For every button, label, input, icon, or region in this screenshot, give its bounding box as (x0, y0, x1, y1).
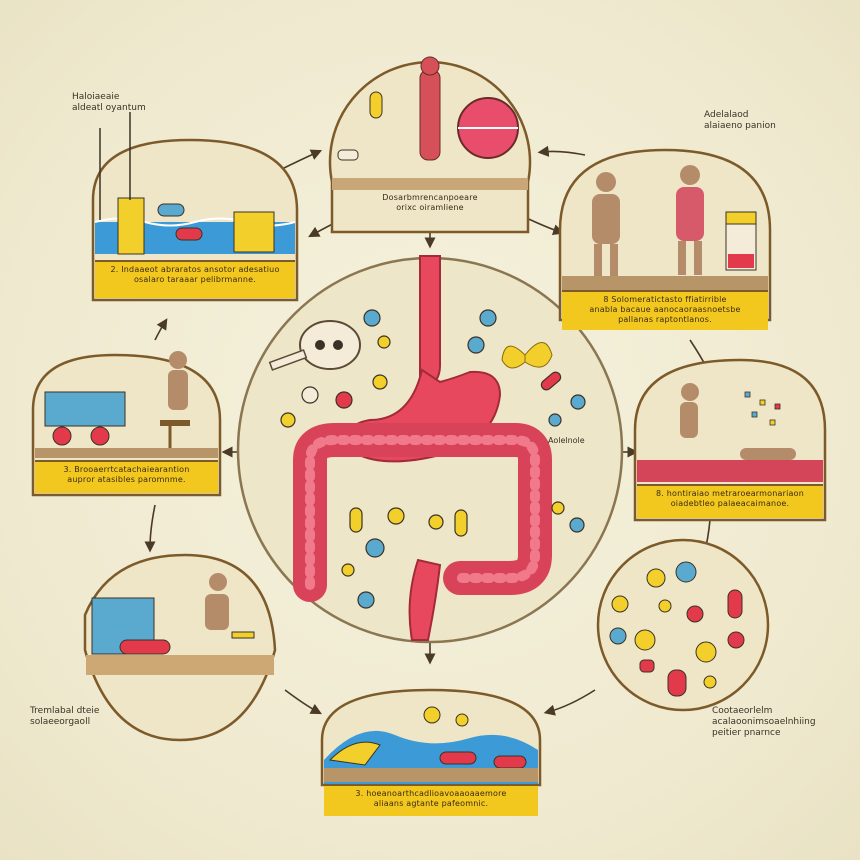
caption-top-right: 8 Solomeratictasto ffiatirrible anabla b… (562, 290, 768, 330)
panel-right (633, 358, 827, 522)
caption-right: 8. hontiraiao metraroearmonariaon oiadeb… (637, 484, 823, 518)
butterfly-icon (501, 342, 553, 369)
panel-top (328, 56, 532, 234)
esophagus-shape (419, 255, 441, 386)
label-top-left-heading: Haloiaeaie aldeatl oyantum (72, 92, 146, 113)
arrow-left-to-bottomleft (144, 504, 156, 553)
label-bottom-left-heading: Tremlabal dteie solaeeorgaoll (30, 706, 100, 727)
center-pills (280, 309, 586, 609)
human-figure-icon (592, 165, 704, 276)
arrow-left-to-topleft (154, 318, 168, 341)
caption-top: Dosarbmrencanpoeare orixc oiramliene (334, 190, 526, 222)
panel-top-right (558, 148, 772, 322)
caption-bottom: 3. hoeanoarthcadlioavoaaoaaemore aliaans… (324, 784, 538, 816)
human-figure-icon (680, 402, 698, 438)
panel-bottom-right (596, 538, 770, 712)
label-bottom-right-heading: Cootaeorlelm acalaoonimsoaelnhiing peiti… (712, 706, 816, 738)
chair-icon (160, 420, 190, 448)
arrow-topright-to-top (537, 145, 586, 157)
chair-icon (231, 631, 255, 639)
panel-bottom (320, 688, 542, 787)
center-circle (236, 255, 624, 644)
human-figure-icon (205, 594, 229, 630)
skull-icon (268, 320, 361, 371)
caption-left: 3. Brooaerrtcatachaiearantion aupror ata… (35, 460, 218, 493)
pill-icon (667, 669, 687, 697)
beaker-icon (117, 197, 145, 255)
machine-icon (44, 391, 126, 446)
arrow-topleft-to-top (279, 149, 323, 171)
rectum-shape (408, 558, 442, 641)
arrow-bottomleft-to-bottom (284, 689, 322, 715)
label-top-right-heading: Adelalaod alaiaeno panion (704, 110, 776, 131)
panel-bottom-left (83, 553, 277, 742)
human-figure-icon (168, 370, 188, 410)
human-figure-icon (419, 69, 441, 161)
arrow-bottomright-to-bottom (543, 689, 596, 716)
caption-top-left: 2. Indaaeot abraratos ansotor adesatiuo … (95, 260, 295, 298)
label-center-pill: Aolelnole (548, 436, 585, 445)
